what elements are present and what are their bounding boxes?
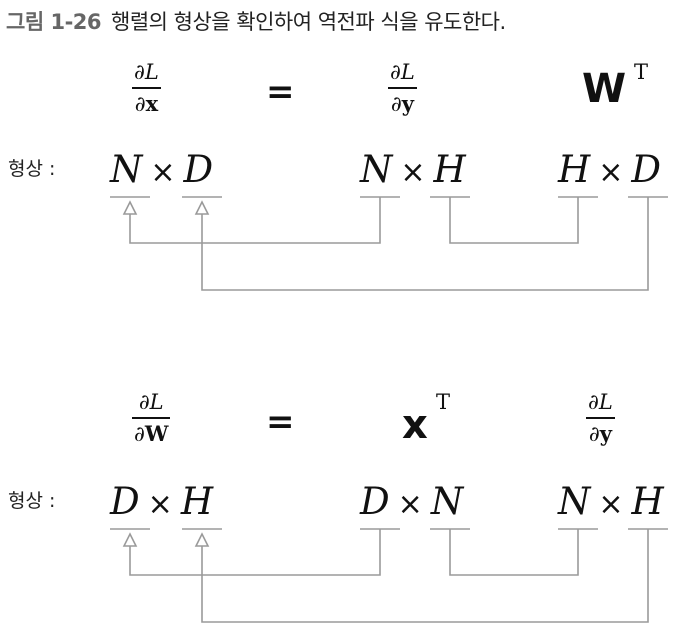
eq2-shape-lhs: D×H — [110, 480, 214, 523]
eq1-shape-mid: N×H — [360, 148, 466, 191]
eq1-transpose-sup: T — [634, 60, 649, 84]
eq1-mid-fraction: ∂L ∂y — [388, 60, 417, 116]
eq1-lhs-fraction: ∂L ∂x — [132, 60, 161, 116]
arrow-up-icon — [194, 200, 210, 215]
eq1-matrix-w: W — [582, 66, 627, 112]
figure-caption-text: 행렬의 형상을 확인하여 역전파 식을 유도한다. — [111, 10, 506, 34]
connector-n-to-n — [129, 197, 381, 244]
arrow-up-icon — [122, 532, 138, 547]
eq2-matrix-x: x — [402, 402, 428, 448]
connector-n-to-n — [449, 529, 579, 576]
figure-caption: 그림 1-26 행렬의 형상을 확인하여 역전파 식을 유도한다. — [6, 6, 506, 36]
eq1-equals-sign: = — [266, 72, 295, 112]
eq1-shape-label: 형상 : — [8, 158, 56, 180]
eq2-lhs-fraction: ∂L ∂W — [132, 390, 171, 446]
connector-h-to-h — [201, 529, 649, 623]
arrow-up-icon — [194, 532, 210, 547]
eq2-equals-sign: = — [266, 402, 295, 442]
arrow-up-icon — [122, 200, 138, 215]
eq2-rhs-fraction: ∂L ∂y — [586, 390, 615, 446]
eq2-shape-label: 형상 : — [8, 490, 56, 512]
figure-number: 그림 1-26 — [6, 10, 102, 34]
connector-d-to-d — [129, 529, 381, 576]
connector-lines — [110, 196, 668, 623]
eq2-transpose-sup: T — [436, 390, 451, 414]
eq1-shape-rhs: H×D — [558, 148, 662, 191]
connector-d-to-d — [201, 197, 649, 291]
connector-h-to-h — [449, 197, 579, 244]
eq2-shape-rhs: N×H — [558, 480, 664, 523]
eq2-shape-mid: D×N — [360, 480, 464, 523]
eq1-shape-lhs: N×D — [110, 148, 214, 191]
